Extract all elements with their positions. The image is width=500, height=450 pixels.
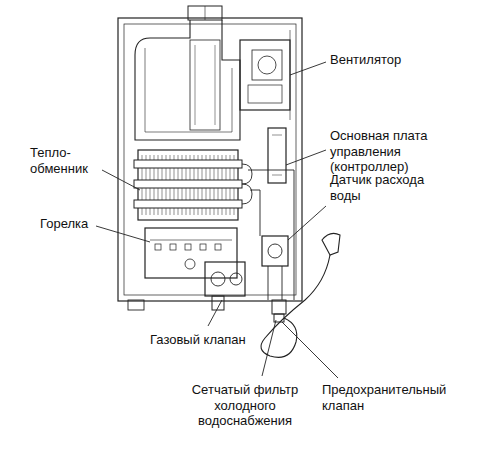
fan-label: Вентилятор: [330, 52, 450, 68]
gas-valve-label: Газовый клапан: [150, 332, 270, 348]
burner-label: Горелка: [40, 216, 110, 232]
relief-valve-label: Предохранительный клапан: [322, 382, 462, 413]
housing: [118, 18, 302, 301]
burner: [145, 228, 237, 278]
heat-exchanger-label: Тепло- обменник: [30, 145, 102, 176]
leader-lines: [96, 62, 338, 378]
controller-label: Основная плата управления (контроллер): [330, 128, 442, 175]
gas-valve: [205, 262, 245, 296]
flow-sensor-label: Датчик расхода воды: [330, 172, 442, 203]
fan: [240, 40, 290, 110]
filter-label: Сетчатый фильтр холодного водоснабжения: [180, 382, 310, 429]
flow-sensor: [262, 236, 288, 266]
control-board: [268, 128, 286, 183]
